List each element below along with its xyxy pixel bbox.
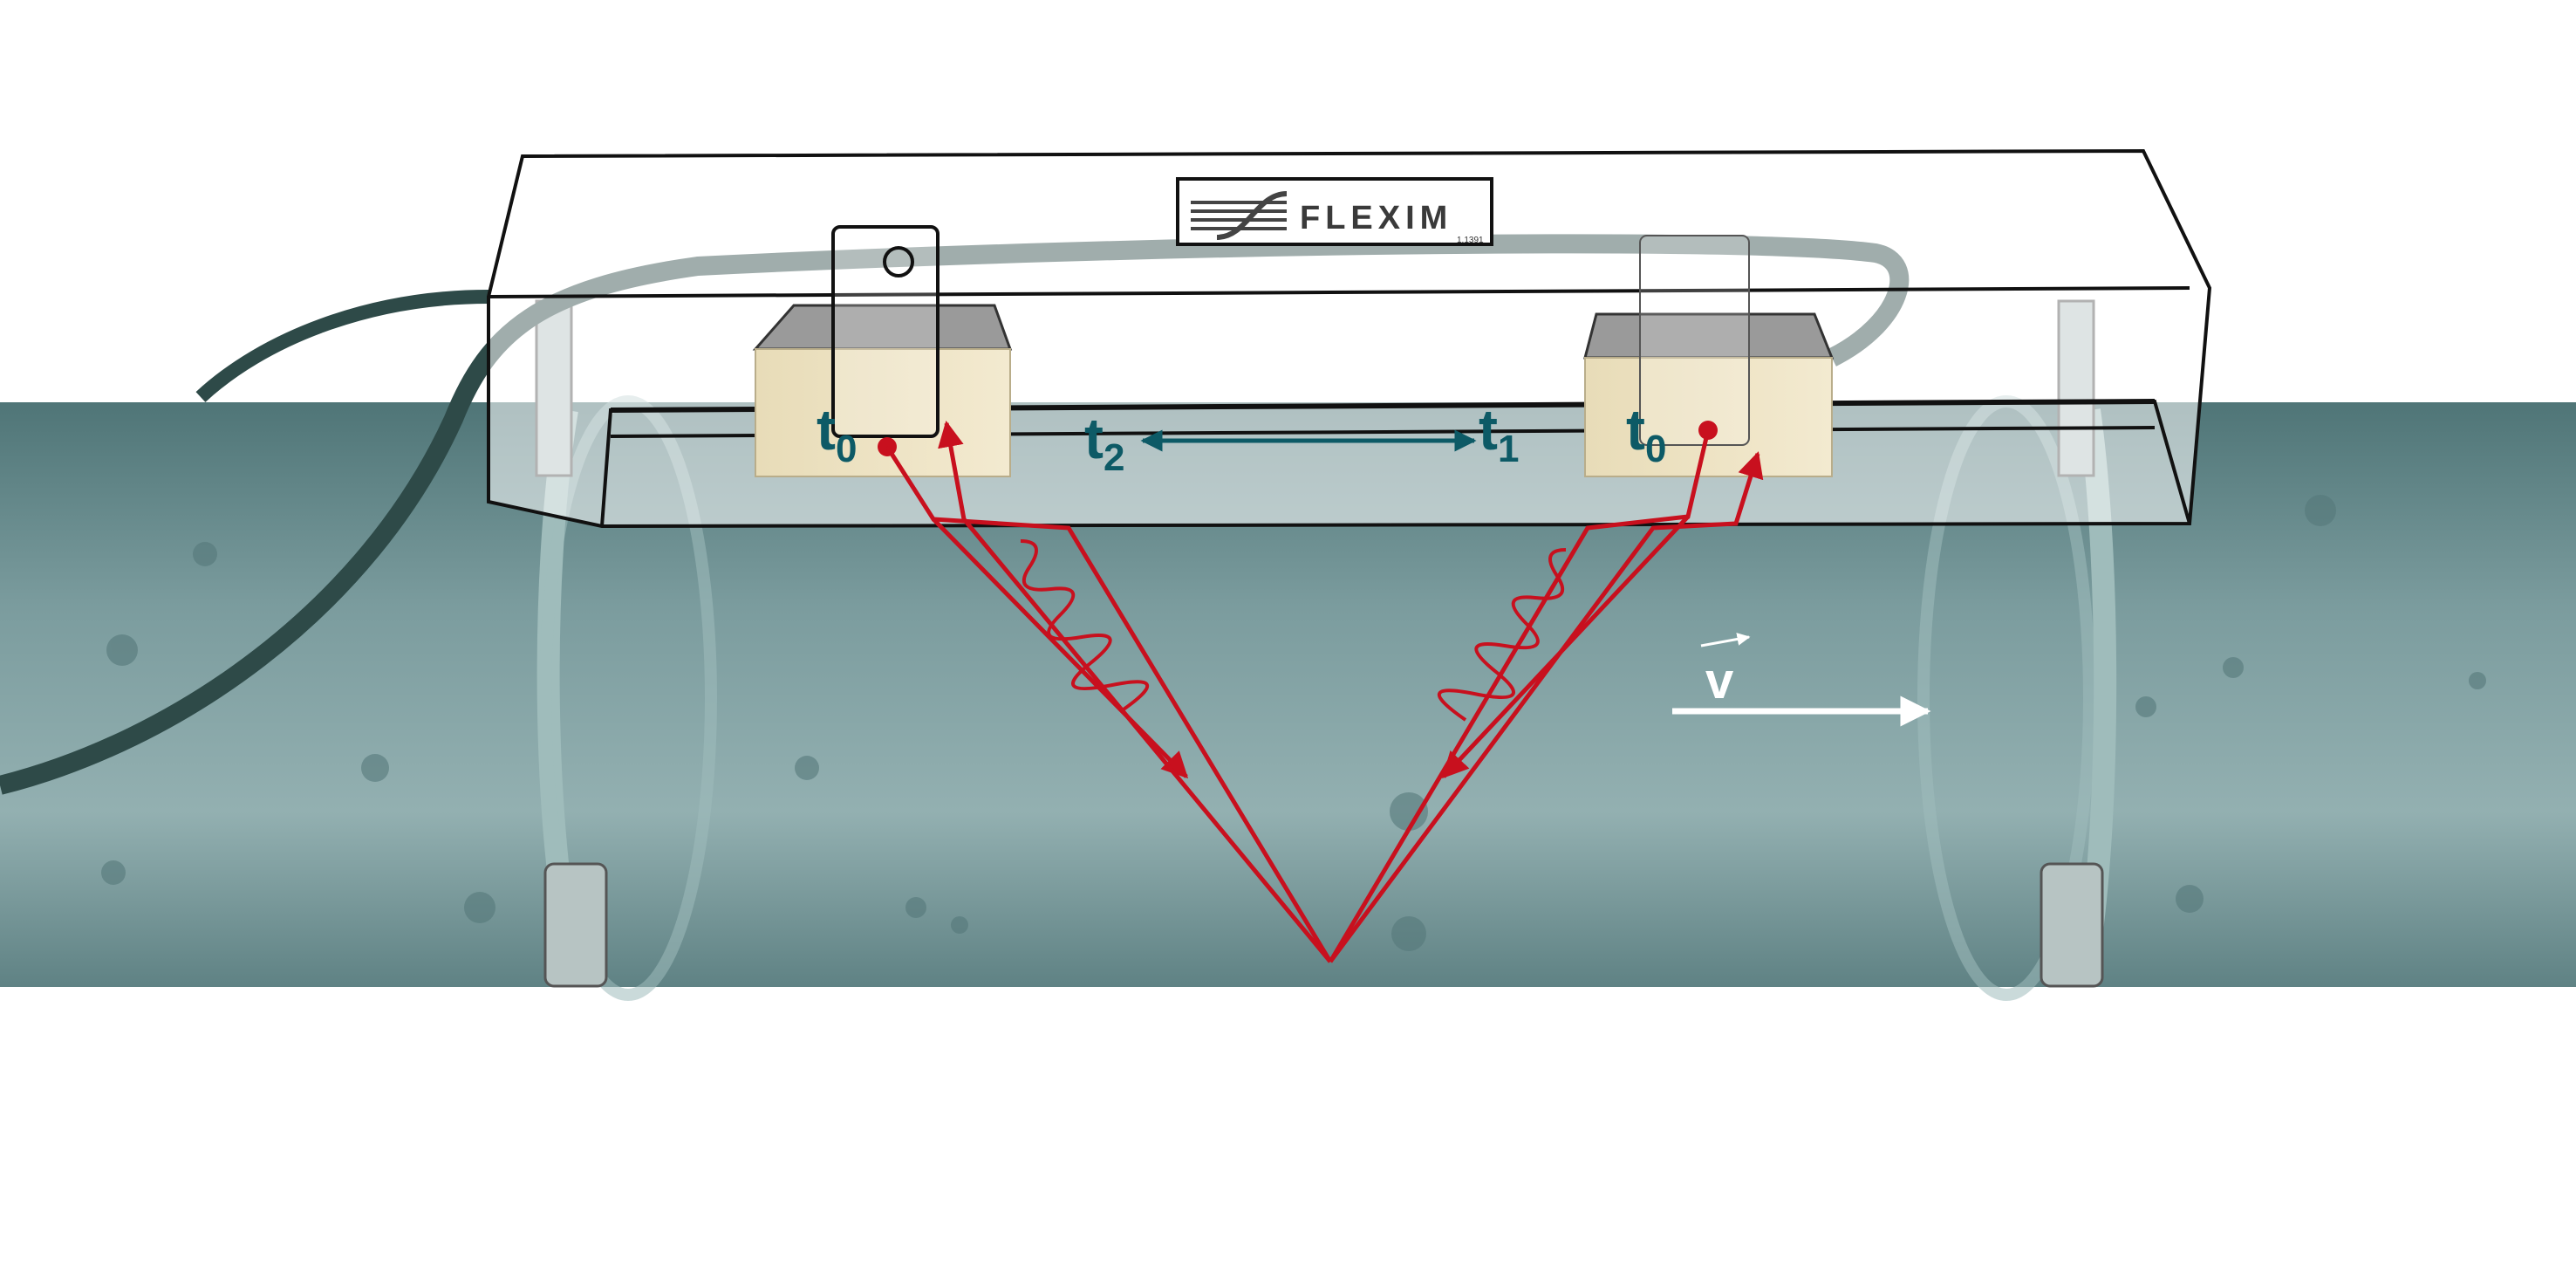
logo-text: FLEXIM [1300,200,1452,236]
label-t0-right: t0 [1626,397,1666,470]
label-t2: t2 [1084,406,1124,479]
wave-signal-right [1437,548,1567,722]
transducer-right [1583,235,1835,477]
pipe-bubbles [101,495,2486,951]
label-t1: t1 [1479,397,1519,470]
wave-signal-left [1020,539,1150,713]
ultrasonic-beam-path [878,421,1764,963]
label-t0-left: t0 [817,397,857,470]
velocity-label: v [1705,653,1733,709]
logo-serial: 1.1391 [1457,236,1484,245]
flow-velocity-indicator: v [1672,633,1931,727]
flexim-logo: FLEXIM 1.1391 [1176,177,1493,246]
transducer-left [752,225,1013,477]
